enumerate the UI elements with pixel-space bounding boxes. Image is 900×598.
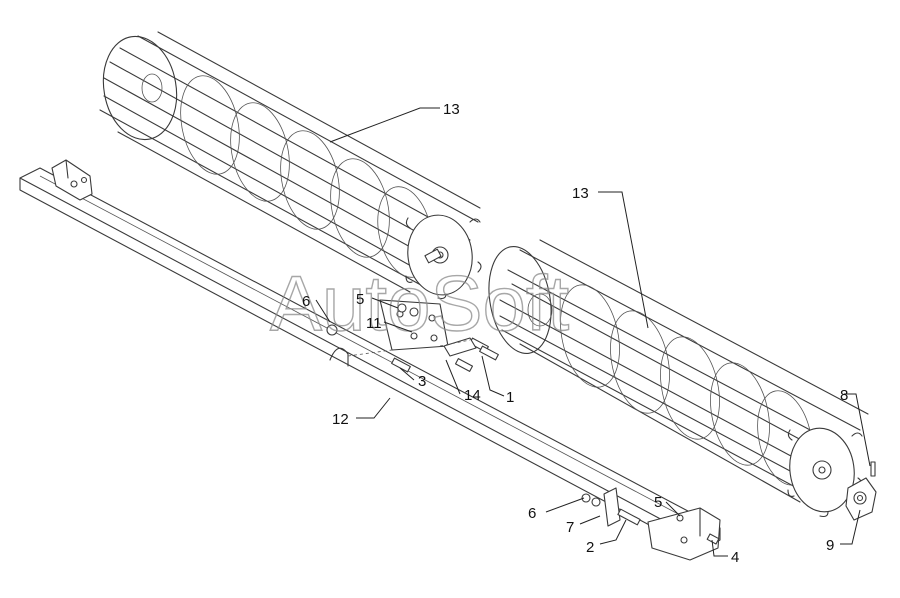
bolt-4 [706,533,720,545]
callout-5-washer-end: 5 [654,494,662,511]
callout-1-bolt: 1 [506,389,514,406]
callout-8-grease-nipple: 8 [840,387,848,404]
nut-6-end [581,493,591,503]
lower-cage-roller [488,239,877,521]
callout-6-nut: 6 [302,293,310,310]
right-end-plate [647,507,721,561]
nut-6 [326,324,338,336]
callout-11-plate: 11 [366,315,382,332]
callout-12-frame: 12 [332,411,349,428]
frame-beam [19,159,721,561]
clamp-14 [443,337,477,357]
watermark: AutoSoft [270,259,570,347]
callout-4-bolt: 4 [731,549,739,566]
left-end-bracket [51,159,93,201]
bolt-2 [617,508,641,526]
callout-14-clamp: 14 [464,387,481,404]
beam-hook [329,347,349,367]
upper-cage-roller [99,31,482,300]
callout-7-bracket: 7 [566,519,574,536]
bracket-7 [603,487,621,527]
leader-lines [315,107,871,557]
washer-5-end [676,514,684,522]
callout-labels: 13 13 6 5 11 3 14 1 12 8 5 6 7 2 4 9 [302,101,848,566]
callout-13-lower-roller: 13 [572,185,589,202]
end-hardware [581,487,720,545]
callout-5-washer: 5 [356,291,364,308]
callout-6-nut-end: 6 [528,505,536,522]
grease-nipple [870,461,876,477]
callout-2-bolt: 2 [586,539,594,556]
callout-13-upper-roller: 13 [443,101,460,118]
callout-9-bearing: 9 [826,537,834,554]
bearing-housing [845,477,877,521]
coupling-hardware [326,299,499,373]
callout-3-bolt: 3 [418,373,426,390]
bolts [391,337,499,373]
